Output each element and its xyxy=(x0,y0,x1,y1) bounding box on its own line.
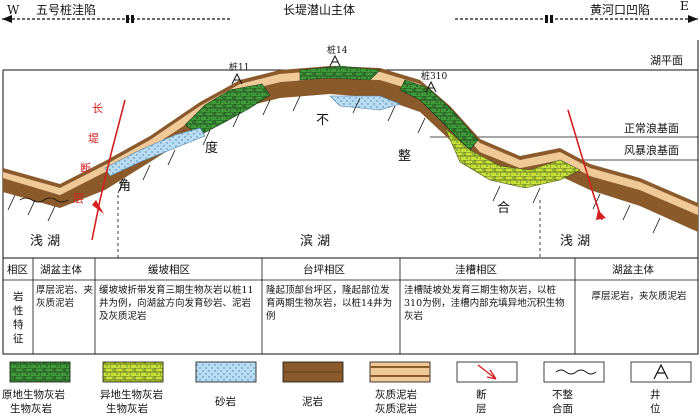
legend-label-7b: 合面 xyxy=(552,402,573,415)
east-letter: E xyxy=(680,0,689,13)
in-situ-bioclastic-limestone-icon xyxy=(9,361,71,383)
cell-basin-right: 厚层泥岩，夹灰质泥岩 xyxy=(591,291,686,302)
angle-label-1: 角 xyxy=(118,179,131,194)
storm-wave-base-label: 风暴浪基面 xyxy=(624,143,679,157)
zone-middle-label: 滨 湖 xyxy=(300,233,330,249)
fault-label-char-3: 断 xyxy=(80,161,91,175)
row-label-char-4: 征 xyxy=(13,333,24,345)
left-basin-title: 五号桩洼陷 xyxy=(36,2,96,17)
fault-icon xyxy=(456,361,518,383)
zone-left-label: 浅 湖 xyxy=(30,234,60,249)
zone-right-label: 浅 湖 xyxy=(560,234,590,249)
well-zhuang14: 桩14 xyxy=(327,44,348,67)
row-label-char-2: 性 xyxy=(13,304,24,317)
unconformity-label-3: 合 xyxy=(497,201,510,216)
legend-label-1b: 生物灰岩 xyxy=(10,402,52,415)
allochthonous-bioclastic-limestone-icon xyxy=(102,361,164,383)
legend-label-7a: 不整 xyxy=(552,388,573,401)
sandstone-lens-2 xyxy=(329,95,401,111)
cell-basin-left: 厚层泥岩、夹灰质泥岩 xyxy=(36,285,93,309)
center-title: 长堤潜山主体 xyxy=(283,3,355,17)
legend-label-5b: 灰质泥岩 xyxy=(375,402,417,415)
legend-label-8a: 井 xyxy=(650,388,661,401)
fault-label-char-2: 堤 xyxy=(88,132,99,145)
table-header-5: 湖盆主体 xyxy=(612,263,654,276)
normal-wave-base-label: 正常浪基面 xyxy=(624,121,679,135)
fault-label-char-4: 层 xyxy=(73,192,84,205)
unconformity-mark-left xyxy=(19,197,69,203)
legend: 原地生物灰岩 生物灰岩 异地生物灰岩 生物灰岩 砂岩 泥岩 灰质泥岩 灰质泥岩 … xyxy=(2,361,692,415)
row-label-char-1: 岩 xyxy=(13,290,24,303)
sandstone-icon xyxy=(195,361,257,383)
legend-label-8b: 位 xyxy=(650,402,661,415)
right-header-arrow xyxy=(455,15,698,23)
changdi-fault xyxy=(91,99,126,241)
cell-platform: 隆起顶部台坪区，隆起部位发育两期生物灰岩，以桩14井为例 xyxy=(266,285,392,322)
west-letter: W xyxy=(7,3,20,17)
facies-table xyxy=(2,257,699,355)
table-header-2: 缓坡相区 xyxy=(148,263,190,276)
table-header-4: 洼槽相区 xyxy=(455,263,497,276)
unconformity-ticks xyxy=(7,95,661,234)
well-label-1: 桩11 xyxy=(229,61,249,73)
legend-label-6b: 层 xyxy=(476,403,487,415)
unconformity-icon xyxy=(543,361,605,383)
well-zhuang11: 桩11 xyxy=(229,61,249,85)
angle-label-2: 度 xyxy=(205,140,218,156)
cell-trough: 洼槽陡坡处发育三期生物灰岩，以桩310为例，洼槽内部充填异地沉积生物灰岩 xyxy=(404,285,565,322)
fault-label-char-1: 长 xyxy=(92,102,103,115)
mudstone-icon xyxy=(282,361,344,383)
right-basin-title: 黄河口凹陷 xyxy=(590,2,650,17)
legend-label-4: 泥岩 xyxy=(302,395,323,408)
table-header-3: 台坪相区 xyxy=(303,263,345,276)
in-situ-limestone-body-3 xyxy=(399,79,479,151)
table-header-1: 湖盆主体 xyxy=(40,263,82,276)
east-fault xyxy=(567,109,606,221)
legend-label-2b: 生物灰岩 xyxy=(106,402,148,415)
unconformity-label-1: 不 xyxy=(316,113,329,128)
well-zhuang310: 桩310 xyxy=(421,70,447,93)
well-label-3: 桩310 xyxy=(421,70,447,82)
cell-gentle-slope: 缓坡坡折带发育三期生物灰岩以桩11井为例，向湖盆方向发育砂岩、泥岩及灰质泥岩 xyxy=(99,285,254,322)
sandstone-lens xyxy=(104,127,206,177)
calcareous-mudstone-icon xyxy=(369,361,431,383)
well-label-2: 桩14 xyxy=(327,44,348,56)
unconformity-label-2: 整 xyxy=(398,149,411,164)
legend-label-5a: 灰质泥岩 xyxy=(375,388,417,401)
header: W 五号桩洼陷 长堤潜山主体 黄河口凹陷 E xyxy=(2,0,698,23)
allochthonous-limestone-fill xyxy=(444,127,581,189)
legend-label-2a: 异地生物灰岩 xyxy=(100,388,163,401)
lake-surface-label: 湖平面 xyxy=(650,54,683,67)
legend-label-3: 砂岩 xyxy=(215,395,236,408)
legend-label-1a: 原地生物灰岩 xyxy=(2,388,65,401)
table-header-0: 相区 xyxy=(7,263,28,276)
row-label-char-3: 特 xyxy=(13,319,24,331)
well-icon xyxy=(630,361,692,383)
legend-label-6a: 断 xyxy=(476,388,487,401)
left-header-arrow xyxy=(2,15,230,23)
in-situ-limestone-body-1 xyxy=(184,83,271,136)
